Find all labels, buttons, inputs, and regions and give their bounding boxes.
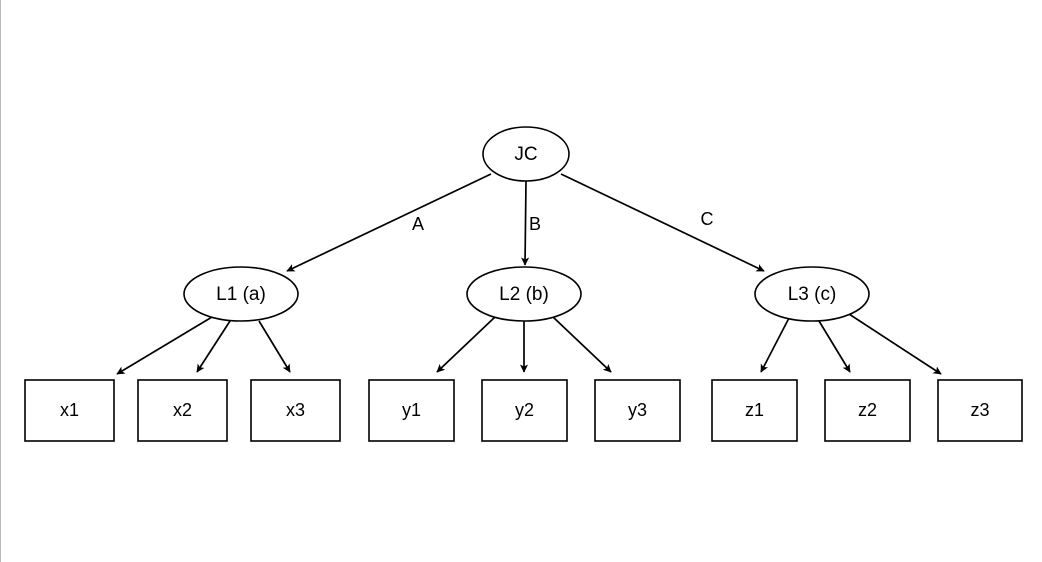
edge-jc-to-l1 (286, 173, 492, 272)
edges-l3-to-indicators (760, 313, 942, 375)
node-z2[interactable]: z2 (824, 379, 911, 442)
node-y3[interactable]: y3 (594, 379, 681, 442)
edge-labels: A B C (412, 209, 714, 234)
node-jc-ellipse[interactable] (482, 126, 570, 182)
edge-l2-to-y1 (436, 316, 496, 373)
node-l1-ellipse[interactable] (183, 266, 299, 322)
node-z3-label: z3 (970, 400, 989, 420)
node-jc[interactable]: JC (482, 126, 570, 182)
node-y3-rect[interactable] (594, 379, 681, 442)
node-y1[interactable]: y1 (368, 379, 455, 442)
node-x3-rect[interactable] (250, 379, 341, 442)
edge-l1-to-x2 (196, 320, 231, 373)
node-z1-label: z1 (745, 400, 764, 420)
node-l3[interactable]: L3 (c) (754, 266, 870, 322)
node-l3-ellipse[interactable] (754, 266, 870, 322)
node-y1-label: y1 (402, 400, 421, 420)
edge-l3-to-z1 (760, 317, 790, 373)
node-y2[interactable]: y2 (481, 379, 568, 442)
node-y2-rect[interactable] (481, 379, 568, 442)
node-x1-rect[interactable] (24, 379, 115, 442)
node-x3-label: x3 (286, 400, 305, 420)
edges-l1-to-indicators (116, 316, 291, 375)
edge-l1-to-x1 (116, 316, 213, 375)
node-y3-label: y3 (628, 400, 647, 420)
edge-jc-to-l3 (560, 173, 765, 272)
edge-jc-to-l2 (521, 180, 530, 266)
edge-l2-to-y3 (552, 316, 612, 373)
node-y1-rect[interactable] (368, 379, 455, 442)
node-y2-label: y2 (515, 400, 534, 420)
node-jc-label: JC (514, 144, 537, 165)
node-z1[interactable]: z1 (711, 379, 798, 442)
node-l3-label: L3 (c) (788, 284, 837, 305)
node-l2-label: L2 (b) (499, 284, 549, 305)
edge-label-b: B (529, 214, 541, 234)
edge-l3-to-z2 (818, 320, 851, 373)
node-l1-label: L1 (a) (216, 284, 266, 305)
edge-label-a: A (412, 214, 424, 234)
node-x3[interactable]: x3 (250, 379, 341, 442)
edges-root-to-latents (286, 173, 765, 272)
node-z3-rect[interactable] (937, 379, 1023, 442)
node-z2-rect[interactable] (824, 379, 911, 442)
node-x2[interactable]: x2 (137, 379, 228, 442)
node-x2-label: x2 (173, 400, 192, 420)
edges-l2-to-indicators (436, 316, 612, 373)
node-l2[interactable]: L2 (b) (466, 266, 582, 322)
node-l2-ellipse[interactable] (466, 266, 582, 322)
edge-l3-to-z3 (848, 313, 942, 375)
edge-label-c: C (701, 209, 714, 229)
node-x1-label: x1 (60, 400, 79, 420)
node-x2-rect[interactable] (137, 379, 228, 442)
node-z3[interactable]: z3 (937, 379, 1023, 442)
node-z2-label: z2 (858, 400, 877, 420)
node-l1[interactable]: L1 (a) (183, 266, 299, 322)
node-x1[interactable]: x1 (24, 379, 115, 442)
node-z1-rect[interactable] (711, 379, 798, 442)
edge-l1-to-x3 (258, 320, 291, 373)
